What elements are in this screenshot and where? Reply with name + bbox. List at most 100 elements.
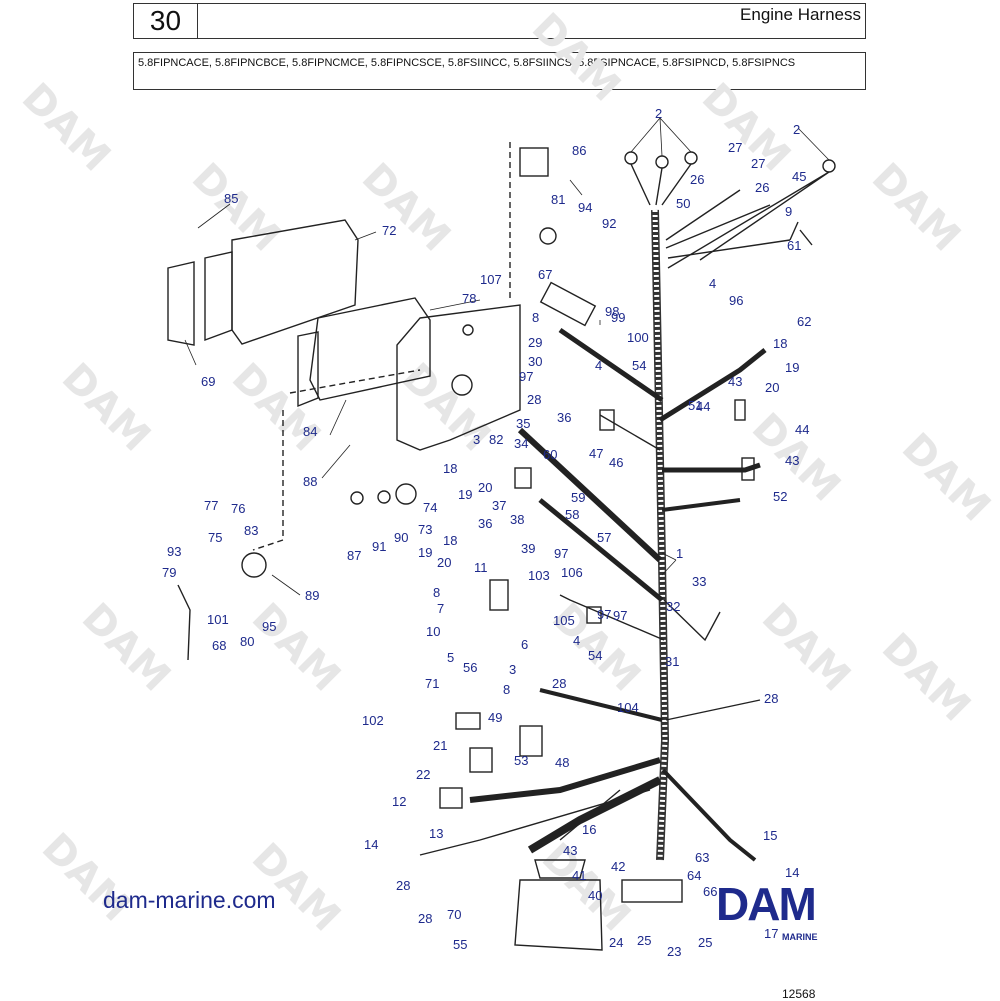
part-callout-10: 10: [426, 624, 440, 639]
part-callout-14: 14: [364, 837, 378, 852]
part-callout-22: 22: [416, 767, 430, 782]
watermark: DAM: [13, 75, 119, 181]
part-callout-26: 26: [755, 180, 769, 195]
part-callout-24: 24: [609, 935, 623, 950]
part-callout-98: 98: [605, 304, 619, 319]
part-callout-96: 96: [729, 293, 743, 308]
part-callout-2: 2: [793, 122, 800, 137]
part-callout-58: 58: [565, 507, 579, 522]
part-callout-28: 28: [552, 676, 566, 691]
part-callout-51: 51: [688, 398, 702, 413]
part-callout-67: 67: [538, 267, 552, 282]
dam-marine-logo: DAM: [716, 878, 817, 930]
watermark: DAM: [533, 835, 639, 941]
part-callout-20: 20: [478, 480, 492, 495]
part-callout-26: 26: [690, 172, 704, 187]
harness-line-art: [167, 142, 836, 951]
part-callout-57: 57: [597, 530, 611, 545]
watermark: DAM: [523, 5, 629, 111]
logo-subtext: MARINE: [782, 932, 818, 942]
part-callout-36: 36: [478, 516, 492, 531]
part-callout-44: 44: [795, 422, 809, 437]
part-callout-59: 59: [571, 490, 585, 505]
part-callout-29: 29: [528, 335, 542, 350]
part-callout-74: 74: [423, 500, 437, 515]
watermark: DAM: [223, 355, 329, 461]
part-callout-13: 13: [429, 826, 443, 841]
part-callout-78: 78: [462, 291, 476, 306]
part-callout-52: 52: [773, 489, 787, 504]
part-callout-97: 97: [519, 369, 533, 384]
part-callout-19: 19: [785, 360, 799, 375]
watermark: DAM: [893, 425, 999, 531]
part-callout-33: 33: [692, 574, 706, 589]
part-callout-3: 3: [509, 662, 516, 677]
part-callout-77: 77: [204, 498, 218, 513]
part-callout-54: 54: [632, 358, 646, 373]
part-callout-28: 28: [396, 878, 410, 893]
part-callout-75: 75: [208, 530, 222, 545]
part-callout-80: 80: [240, 634, 254, 649]
part-callout-18: 18: [443, 461, 457, 476]
part-callout-11: 11: [474, 560, 488, 575]
leader-lines: [184, 117, 830, 596]
header-box: 30 Engine Harness: [133, 3, 866, 39]
part-callout-103: 103: [528, 568, 550, 583]
part-callout-85: 85: [224, 191, 238, 206]
part-callout-16: 16: [582, 822, 596, 837]
watermark: DAM: [863, 155, 969, 261]
website-link[interactable]: dam-marine.com: [103, 887, 276, 913]
model-list: 5.8FIPNCACE, 5.8FIPNCBCE, 5.8FIPNCMCE, 5…: [133, 52, 866, 90]
part-callout-3: 3: [473, 432, 480, 447]
part-callout-25: 25: [637, 933, 651, 948]
part-callout-64: 64: [687, 868, 701, 883]
part-callout-14: 14: [785, 865, 799, 880]
callout-layer: 1223344456788891011121314141516171818181…: [162, 106, 811, 959]
part-callout-18: 18: [443, 533, 457, 548]
section-title: Engine Harness: [740, 5, 861, 24]
watermark: DAM: [753, 595, 859, 701]
part-callout-50: 50: [676, 196, 690, 211]
watermark: DAM: [73, 595, 179, 701]
part-callout-99: 99: [611, 310, 625, 325]
part-callout-105: 105: [553, 613, 575, 628]
part-callout-69: 69: [201, 374, 215, 389]
part-callout-83: 83: [244, 523, 258, 538]
part-callout-107: 107: [480, 272, 502, 287]
page-number: 30: [134, 4, 198, 38]
part-callout-73: 73: [418, 522, 432, 537]
part-callout-38: 38: [510, 512, 524, 527]
part-callout-18: 18: [773, 336, 787, 351]
part-callout-36: 36: [557, 410, 571, 425]
part-callout-56: 56: [463, 660, 477, 675]
part-callout-28: 28: [527, 392, 541, 407]
part-callout-39: 39: [521, 541, 535, 556]
part-callout-7: 7: [437, 601, 444, 616]
part-callout-5: 5: [447, 650, 454, 665]
part-callout-90: 90: [394, 530, 408, 545]
part-callout-8: 8: [433, 585, 440, 600]
part-callout-62: 62: [797, 314, 811, 329]
part-callout-43: 43: [728, 374, 742, 389]
part-callout-97: 97: [597, 607, 611, 622]
part-callout-91: 91: [372, 539, 386, 554]
part-callout-45: 45: [792, 169, 806, 184]
part-callout-27: 27: [728, 140, 742, 155]
part-callout-92: 92: [602, 216, 616, 231]
part-callout-28: 28: [764, 691, 778, 706]
part-callout-30: 30: [528, 354, 542, 369]
reference-number: 12568: [782, 987, 816, 1001]
part-callout-48: 48: [555, 755, 569, 770]
part-callout-104: 104: [617, 700, 639, 715]
part-callout-4: 4: [595, 358, 602, 373]
part-callout-20: 20: [765, 380, 779, 395]
part-callout-79: 79: [162, 565, 176, 580]
part-callout-37: 37: [492, 498, 506, 513]
part-callout-84: 84: [303, 424, 317, 439]
part-callout-23: 23: [667, 944, 681, 959]
watermark: DAM: [33, 825, 139, 931]
part-callout-42: 42: [611, 859, 625, 874]
part-callout-61: 61: [787, 238, 801, 253]
